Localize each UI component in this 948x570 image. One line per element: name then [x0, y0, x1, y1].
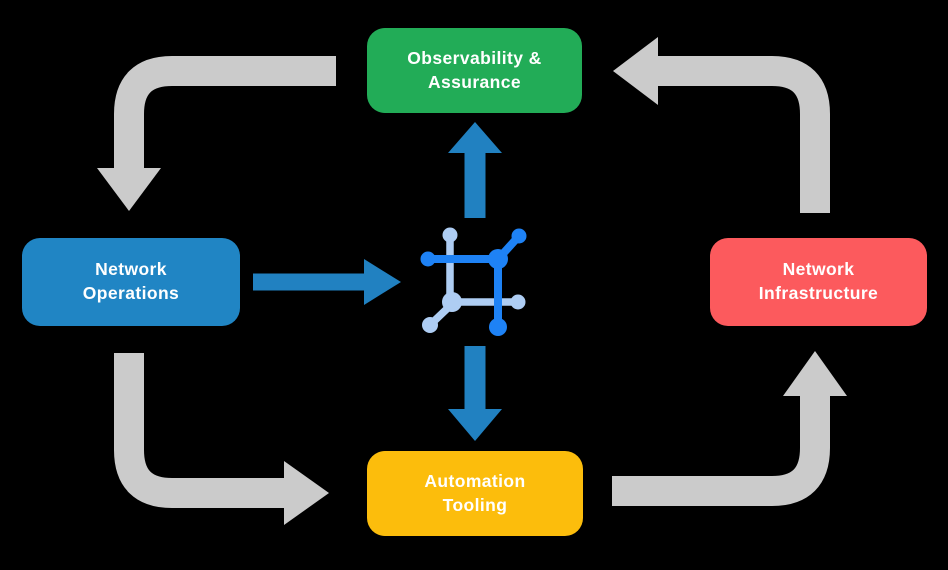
node-network-operations-label: Network Operations: [82, 259, 180, 303]
node-automation-tooling-label: Automation Tooling: [424, 470, 526, 515]
node-network-infrastructure-label: Network Infrastructure: [758, 259, 879, 303]
node-automation-tooling: Automation Tooling: [367, 451, 583, 536]
icon-light-node-right: [510, 294, 526, 310]
node-observability-assurance-label: Observability & Assurance: [407, 47, 542, 92]
arrowhead-automation-to-infrastructure: [783, 351, 847, 396]
node-network-operations: Network Operations: [22, 238, 240, 326]
arrow-operations-to-automation: [114, 353, 286, 508]
arrowhead-observability-to-operations: [97, 168, 161, 211]
arrowhead-operations-to-automation: [284, 461, 329, 525]
icon-blue-node-left: [420, 251, 436, 267]
icon-blue-node-corner: [488, 249, 508, 269]
network-fabric-icon: [420, 227, 527, 336]
icon-blue-node-diagonal: [511, 228, 527, 244]
arrowhead-center-to-automation: [448, 409, 502, 441]
arrowhead-center-to-observability: [448, 122, 502, 153]
node-observability-assurance: Observability & Assurance: [367, 28, 582, 113]
icon-blue-node-bottom: [489, 318, 507, 336]
icon-light-node-top: [442, 227, 458, 243]
icon-light-node-corner: [442, 292, 462, 312]
icon-light-node-diagonal: [422, 317, 438, 333]
arrow-observability-to-operations: [114, 56, 336, 170]
arrowhead-infrastructure-to-observability: [613, 37, 658, 105]
arrow-infrastructure-to-observability: [656, 56, 830, 213]
arrowhead-operations-to-center: [364, 259, 401, 305]
arrow-automation-to-infrastructure: [612, 394, 830, 506]
node-network-infrastructure: Network Infrastructure: [710, 238, 927, 326]
